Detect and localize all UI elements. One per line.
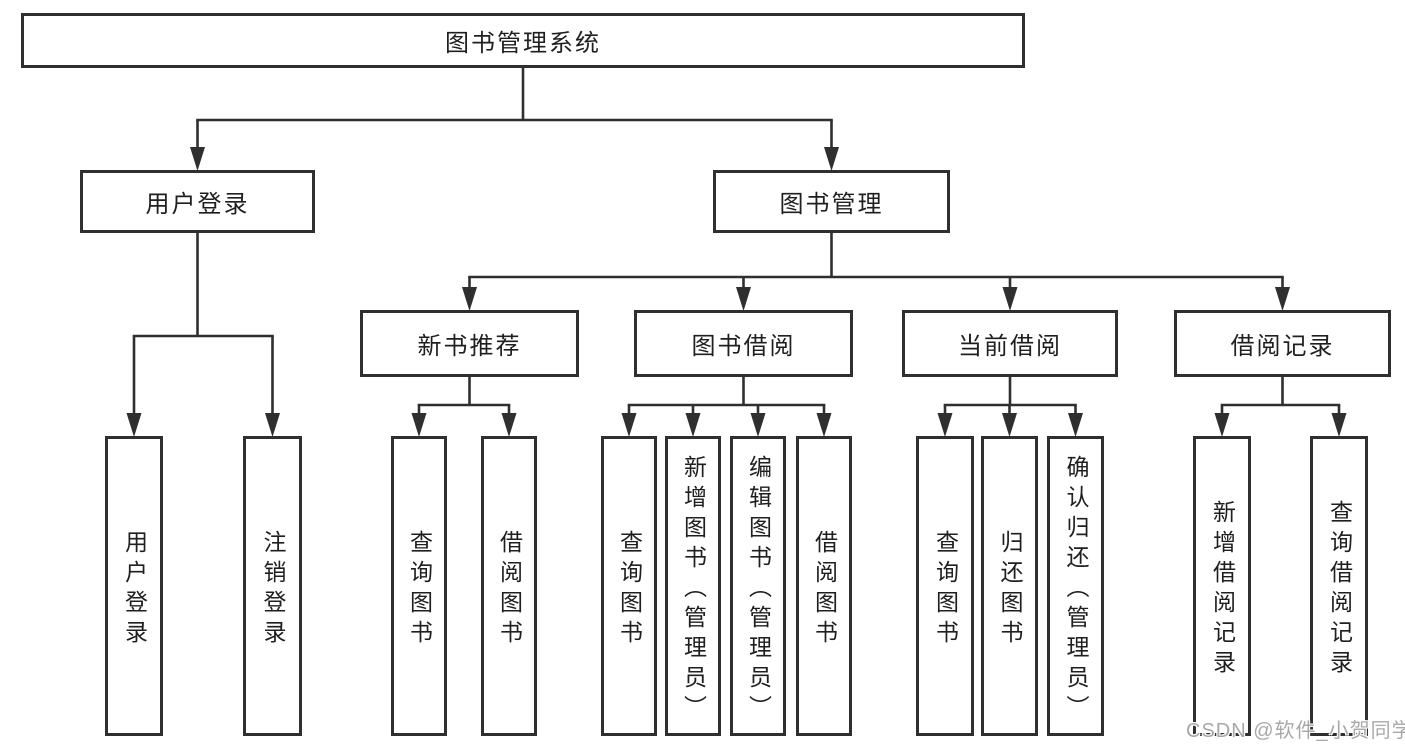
watermark: CSDN @软件_小贺同学: [1186, 720, 1405, 742]
arrowhead-icon: [736, 287, 751, 311]
node-nb-borrow: 借阅图书: [481, 436, 537, 736]
arrowhead-icon: [411, 413, 427, 437]
node-label: 图书管理系统: [445, 30, 601, 57]
node-label: 查询图书: [406, 529, 433, 650]
node-cur-confirm: 确认归还（管理员）: [1047, 436, 1104, 736]
node-label: 查询图书: [616, 529, 643, 650]
node-label: 借阅图书: [811, 529, 838, 650]
node-label: 查询图书: [932, 529, 959, 650]
arrowhead-icon: [1275, 287, 1290, 311]
arrowhead-icon: [462, 287, 477, 311]
node-label: 查询借阅记录: [1326, 499, 1353, 680]
arrowhead-icon: [685, 413, 701, 437]
node-label: 用户登录: [121, 529, 148, 650]
node-bw-add: 新增图书（管理员）: [665, 436, 721, 736]
arrowhead-icon: [1331, 413, 1347, 437]
node-bw-edit: 编辑图书（管理员）: [730, 436, 786, 736]
node-borrow: 图书借阅: [634, 310, 853, 377]
arrowhead-icon: [265, 413, 280, 437]
node-label: 新增图书（管理员）: [680, 454, 707, 725]
node-label: 当前借阅: [958, 333, 1062, 360]
node-user-login: 用户登录: [105, 436, 163, 736]
arrowhead-icon: [937, 413, 953, 437]
node-bw-query: 查询图书: [601, 436, 657, 736]
node-records: 借阅记录: [1174, 310, 1391, 377]
node-logout: 注销登录: [243, 436, 302, 736]
node-label: 归还图书: [997, 529, 1023, 650]
arrowhead-icon: [750, 413, 766, 437]
node-newbook: 新书推荐: [360, 310, 579, 377]
arrowhead-icon: [501, 413, 517, 437]
arrowhead-icon: [126, 413, 142, 437]
node-cur-return: 归还图书: [981, 436, 1038, 736]
arrowhead-icon: [1068, 413, 1083, 437]
node-label: 借阅记录: [1230, 333, 1335, 360]
node-label: 借阅图书: [496, 529, 523, 650]
arrowhead-icon: [816, 413, 832, 437]
node-label: 确认归还（管理员）: [1063, 454, 1089, 725]
node-label: 图书借阅: [691, 333, 796, 360]
node-nb-query: 查询图书: [391, 436, 447, 736]
arrowhead-icon: [824, 147, 839, 171]
node-label: 图书管理: [779, 191, 884, 218]
node-login: 用户登录: [80, 170, 315, 233]
arrowhead-icon: [1002, 413, 1017, 437]
arrowhead-icon: [1002, 287, 1018, 311]
arrowhead-icon: [621, 413, 637, 437]
node-root: 图书管理系统: [21, 13, 1025, 68]
node-label: 编辑图书（管理员）: [745, 454, 772, 725]
arrowhead-icon: [1214, 413, 1230, 437]
node-bw-borrow: 借阅图书: [796, 436, 852, 736]
node-cur-query: 查询图书: [916, 436, 974, 736]
node-label: 新增借阅记录: [1209, 499, 1236, 680]
arrowhead-icon: [190, 147, 205, 171]
node-label: 用户登录: [145, 191, 250, 218]
node-mgmt: 图书管理: [713, 170, 950, 233]
node-label: 新书推荐: [417, 333, 522, 360]
node-label: 注销登录: [260, 529, 286, 650]
node-rec-add: 新增借阅记录: [1193, 436, 1251, 736]
node-rec-query: 查询借阅记录: [1310, 436, 1368, 736]
node-current: 当前借阅: [902, 310, 1118, 377]
